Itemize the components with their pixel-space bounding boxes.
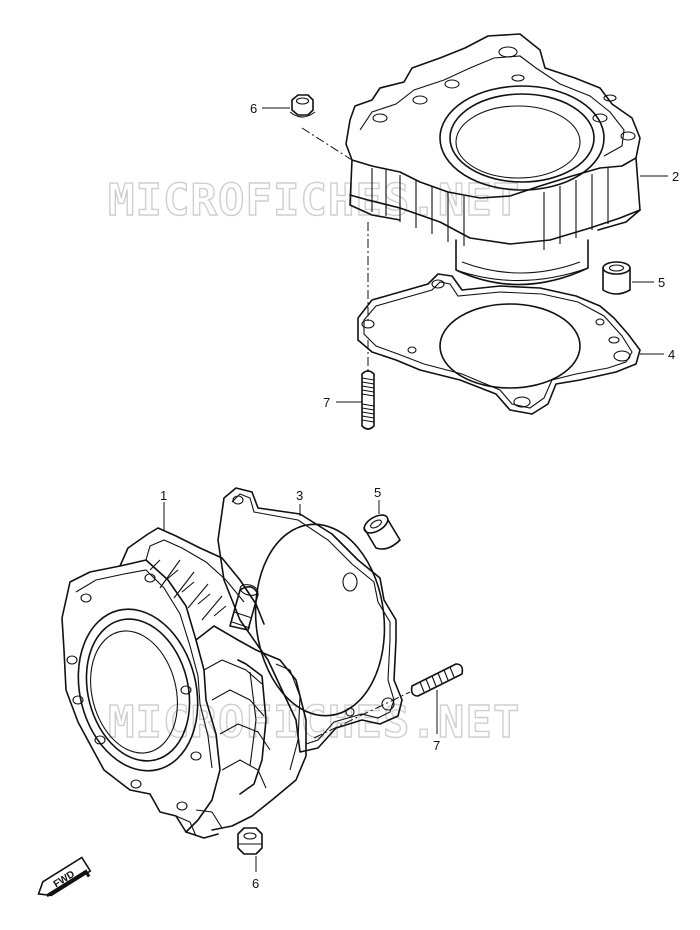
callout-top-stud: 7 xyxy=(323,395,330,410)
bottom-nut-part xyxy=(237,827,263,855)
top-gasket-part xyxy=(357,273,641,415)
callout-bottom-cylinder: 1 xyxy=(160,488,167,503)
top-dowel-part xyxy=(602,261,631,295)
callout-top-cylinder: 2 xyxy=(672,169,679,184)
callout-bottom-dowel: 5 xyxy=(374,485,381,500)
top-stud-part xyxy=(361,370,375,430)
watermark-top: MICROFICHES.NET xyxy=(108,175,520,226)
callout-top-nut: 6 xyxy=(250,101,257,116)
callout-top-gasket: 4 xyxy=(668,347,675,362)
callout-top-dowel: 5 xyxy=(658,275,665,290)
top-nut-part xyxy=(289,94,316,118)
bottom-stud-part xyxy=(410,663,464,697)
top-nut-centerline xyxy=(301,127,353,161)
callout-bottom-nut: 6 xyxy=(252,876,259,891)
callout-bottom-gasket: 3 xyxy=(296,488,303,503)
callout-bottom-stud: 7 xyxy=(433,738,440,753)
bottom-dowel-part xyxy=(363,514,401,550)
top-cylinder-part xyxy=(345,33,641,286)
bottom-stud-centerline xyxy=(313,691,411,739)
fwd-arrow-icon: FWD xyxy=(37,856,92,898)
watermark-bottom: MICROFICHES.NET xyxy=(108,697,520,748)
bottom-cylinder-part xyxy=(61,527,307,839)
bottom-gasket-part xyxy=(217,487,403,753)
